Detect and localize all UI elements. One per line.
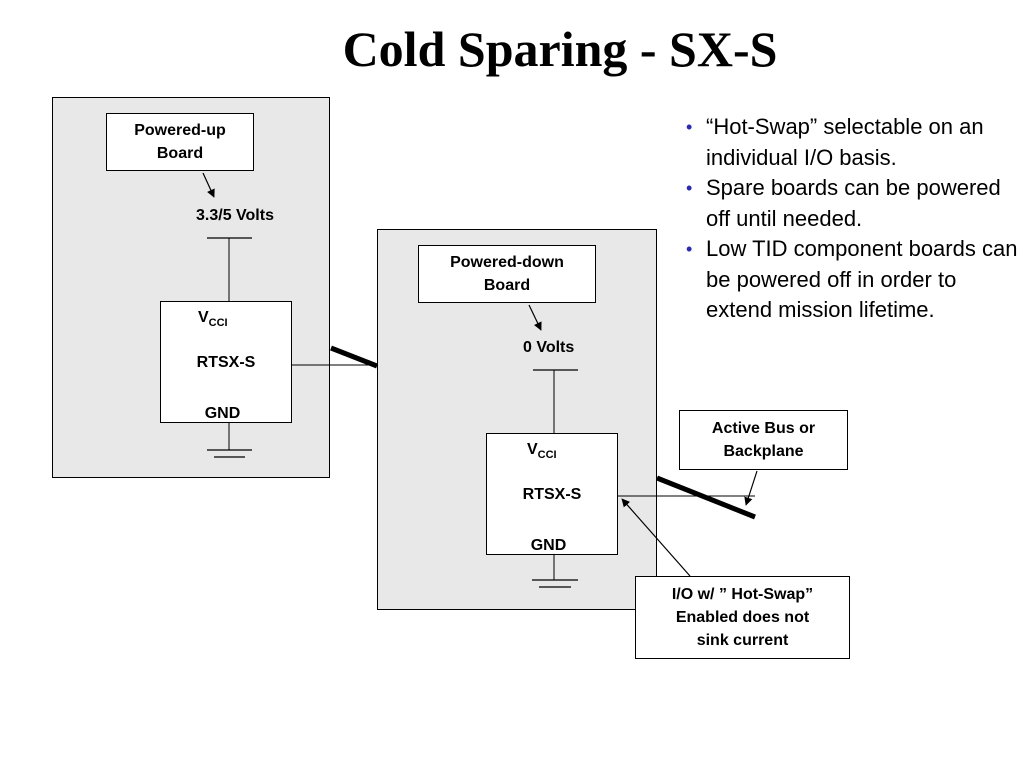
right-chip-vcci: VCCI	[527, 440, 557, 465]
io-callout-line2: Enabled does not	[675, 609, 810, 626]
right-chip-gnd: GND	[530, 537, 567, 554]
active-bus-callout: Active Bus or Backplane	[679, 410, 848, 470]
bullet-item: • “Hot-Swap” selectable on an individual …	[684, 112, 1019, 173]
right-vcci-v: V	[527, 441, 538, 458]
bullet-text: Spare boards can be powered off until ne…	[706, 175, 1001, 231]
bus-callout-arrow	[744, 470, 758, 506]
powered-down-label-line2: Board	[483, 277, 531, 294]
io-callout-line1: I/O w/ ” Hot-Swap”	[671, 586, 814, 603]
left-label-arrow	[202, 172, 215, 198]
io-callout-arrow	[621, 498, 691, 577]
powered-down-label-line1: Powered-down	[450, 254, 564, 271]
left-vcci-v: V	[198, 309, 209, 326]
left-chip-vcci: VCCI	[198, 308, 228, 333]
bullet-dot-icon: •	[686, 117, 693, 137]
page-title: Cold Sparing - SX-S	[342, 21, 778, 77]
left-chip-gnd: GND	[204, 405, 241, 422]
left-vcci-sub: CCI	[208, 317, 228, 330]
right-bus-segment	[656, 475, 756, 520]
bus-callout-line2: Backplane	[723, 443, 804, 460]
bullet-text: Low TID component boards can be powered …	[706, 236, 1018, 322]
bus-callout-line1: Active Bus or	[711, 420, 816, 437]
powered-up-board-label: Powered-up Board	[106, 113, 254, 171]
right-chip	[486, 433, 618, 555]
powered-up-label-line2: Board	[156, 145, 204, 162]
powered-up-label-line1: Powered-up	[134, 122, 226, 139]
right-voltage-label: 0 Volts	[523, 339, 575, 356]
powered-down-board-label: Powered-down Board	[418, 245, 596, 303]
bullet-list: • “Hot-Swap” selectable on an individual …	[684, 112, 1019, 326]
bullet-item: • Low TID component boards can be powered…	[684, 234, 1019, 326]
bullet-dot-icon: •	[686, 178, 693, 198]
right-label-arrow	[528, 304, 542, 331]
left-voltage-label: 3.3/5 Volts	[196, 207, 274, 224]
left-bus-segment	[330, 345, 378, 369]
bullet-dot-icon: •	[686, 239, 693, 259]
left-chip-name: RTSX-S	[196, 354, 256, 371]
left-chip	[160, 301, 292, 423]
bullet-text: “Hot-Swap” selectable on an individual I…	[706, 114, 984, 170]
bullet-item: • Spare boards can be powered off until n…	[684, 173, 1019, 234]
right-chip-name: RTSX-S	[522, 486, 582, 503]
io-hot-swap-callout: I/O w/ ” Hot-Swap” Enabled does not sink…	[635, 576, 850, 659]
right-vcci-sub: CCI	[537, 449, 557, 462]
io-callout-line3: sink current	[696, 632, 789, 649]
